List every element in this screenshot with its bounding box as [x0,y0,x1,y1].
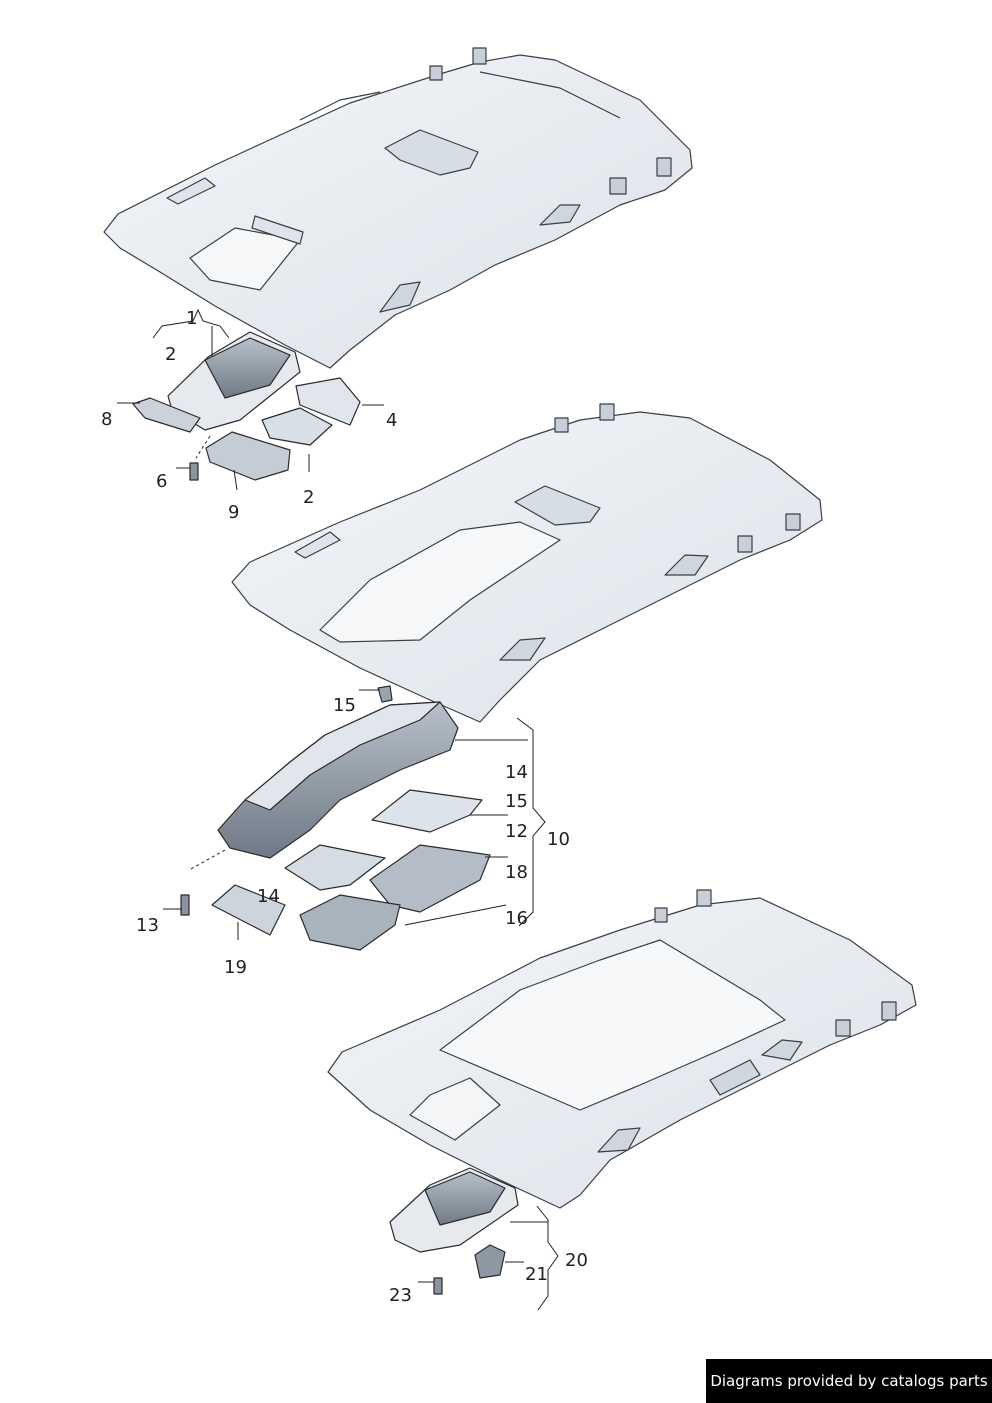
label-18: 18 [505,862,528,883]
label-8: 8 [101,409,112,430]
label-20: 20 [565,1250,588,1271]
label-19: 19 [224,957,247,978]
interior-light-assembly-2 [180,685,491,951]
label-9: 9 [228,502,239,523]
headliner-top [103,47,693,369]
headliner-middle [231,403,823,723]
label-15a: 15 [333,695,356,716]
label-21: 21 [525,1264,548,1285]
leader-lines [117,308,559,1311]
label-1: 1 [186,308,197,329]
headliner-bottom [327,889,917,1209]
credit-text: Diagrams provided by catalogs parts [710,1372,988,1390]
label-12: 12 [505,821,528,842]
interior-light-assembly-1 [132,331,361,481]
label-14b: 14 [257,886,280,907]
label-10: 10 [547,829,570,850]
label-14a: 14 [505,762,528,783]
label-23: 23 [389,1285,412,1306]
label-13: 13 [136,915,159,936]
label-6: 6 [156,471,167,492]
label-2a: 2 [165,344,176,365]
interior-light-assembly-3 [389,1167,519,1295]
label-16: 16 [505,908,528,929]
label-4: 4 [386,410,397,431]
label-2b: 2 [303,487,314,508]
part-labels: 1 2 8 4 6 2 9 15 14 15 12 10 18 14 16 13… [101,308,588,1306]
label-15b: 15 [505,791,528,812]
credit-banner: Diagrams provided by catalogs parts [706,1359,992,1403]
